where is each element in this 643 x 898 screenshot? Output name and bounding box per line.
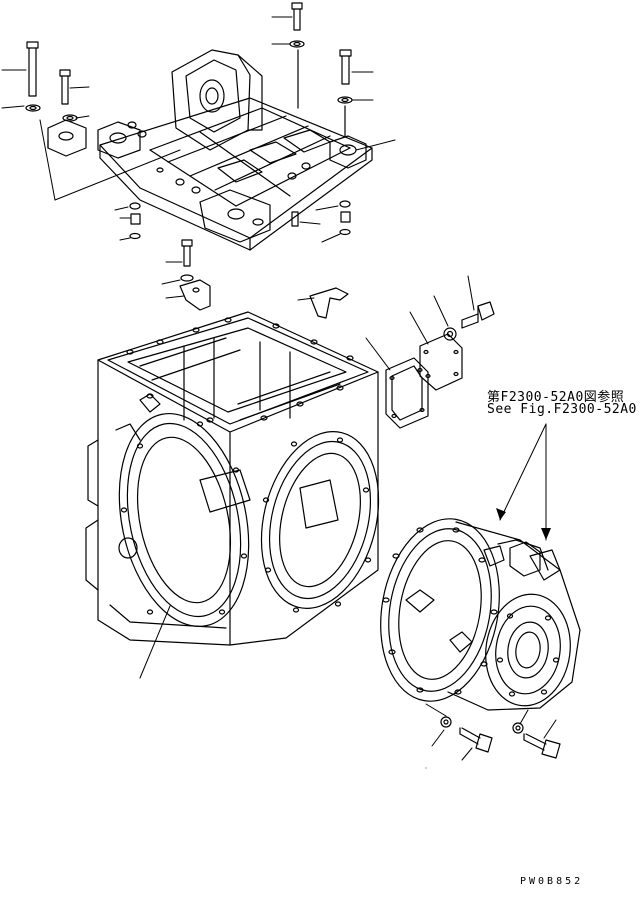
final-drive-case: [367, 509, 580, 711]
bracket-right: [310, 288, 348, 318]
figure-reference-note-en: See Fig.F2300-52A0: [487, 402, 637, 417]
bolt-top-center: [290, 3, 304, 108]
figure-reference-note-ja: 第F2300-52A0図参照: [487, 390, 625, 405]
top-cover-plate: [98, 50, 372, 250]
plug-left: [130, 203, 140, 239]
side-cover-plate: [420, 334, 462, 390]
leader-lines: [2, 17, 556, 768]
clamp-bracket: [48, 120, 86, 156]
bolt-side-cover: [462, 302, 494, 328]
bracket-left: [180, 280, 210, 310]
dowel-pin: [292, 212, 298, 226]
plug-right: [340, 201, 350, 235]
transmission-case: [86, 312, 396, 645]
washer-side-cover: [444, 328, 456, 340]
washer-final-drive-left: [441, 717, 451, 727]
reference-arrows: [496, 508, 551, 540]
side-cover-gasket: [386, 358, 428, 428]
bolt-final-drive-right: [524, 734, 560, 758]
bolt-final-drive-left: [460, 728, 492, 752]
bolt-mid: [181, 240, 193, 281]
washer-final-drive-right: [513, 723, 523, 733]
bolt-top-right: [338, 50, 352, 136]
bolt-top-left-short: [60, 70, 77, 121]
drawing-id: PW0B852: [520, 876, 584, 887]
bolt-top-left-long: [26, 42, 40, 111]
